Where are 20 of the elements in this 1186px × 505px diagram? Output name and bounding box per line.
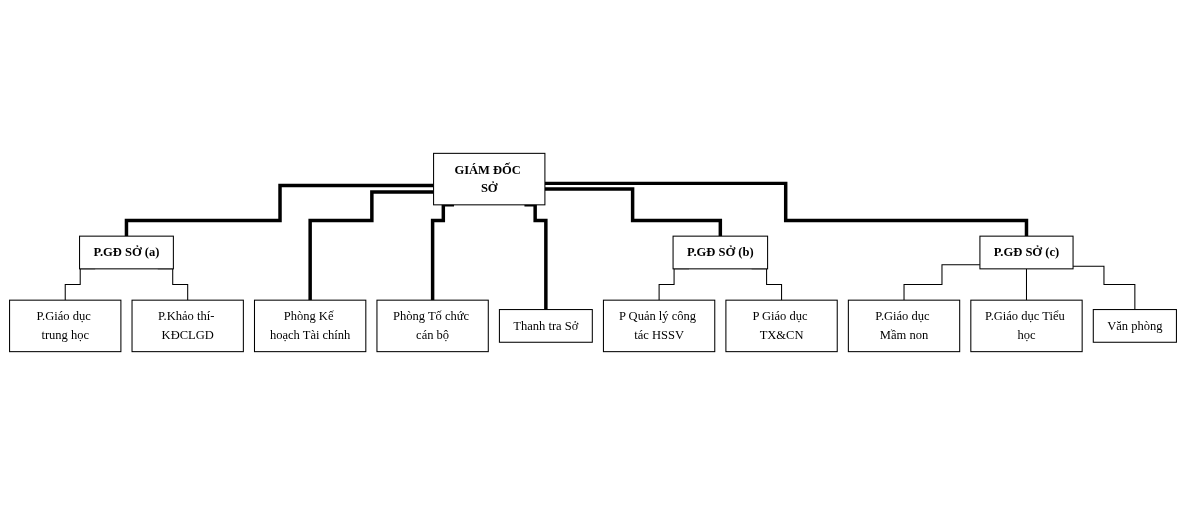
connector	[430, 203, 455, 302]
node-box: P Quản lý công tác HSSV	[602, 299, 716, 353]
node-box: P.Giáo dục Tiểu học	[970, 299, 1083, 353]
node-box: P.Khảo thí- KĐCLGD	[131, 299, 244, 353]
node-box: GIÁM ĐỐC SỞ	[433, 152, 546, 206]
node-box: Thanh tra Sở	[498, 309, 593, 343]
connector	[1025, 268, 1027, 301]
connector	[544, 187, 723, 238]
node-box: P.GĐ SỞ (c)	[979, 235, 1074, 270]
connector	[544, 181, 1029, 238]
node-box: Phòng Tố chức cán bộ	[376, 299, 489, 353]
node-box: P.Giáo dục trung học	[9, 299, 122, 353]
connector	[124, 183, 434, 238]
node-box: P Giáo dục TX&CN	[725, 299, 838, 353]
connector	[308, 190, 434, 302]
node-box: Văn phòng	[1092, 309, 1177, 343]
node-box: P.Giáo dục Mầm non	[847, 299, 961, 353]
node-box: P.GĐ SỞ (a)	[79, 235, 174, 270]
node-box: P.GĐ SỞ (b)	[672, 235, 769, 270]
node-box: Phòng Kế hoạch Tài chính	[253, 299, 367, 353]
